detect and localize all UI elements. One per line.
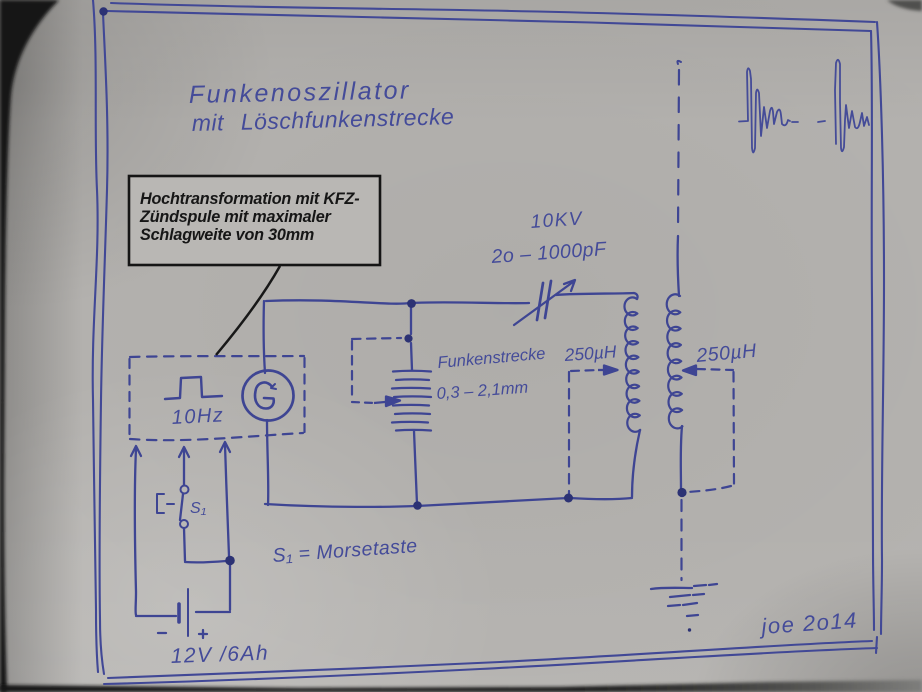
svg-text:2o – 1000pF: 2o – 1000pF <box>490 238 608 268</box>
svg-text:10Hz: 10Hz <box>171 404 225 429</box>
svg-text:250µH: 250µH <box>563 341 618 365</box>
svg-text:0,3 – 2,1mm: 0,3 – 2,1mm <box>436 379 529 403</box>
svg-text:Funkenstrecke: Funkenstrecke <box>437 345 546 372</box>
svg-text:10KV: 10KV <box>530 208 585 233</box>
svg-text:S₁: S₁ <box>190 500 207 517</box>
svg-text:Zündspule mit maximaler: Zündspule mit maximaler <box>139 208 332 226</box>
svg-text:Hochtransformation mit KFZ-: Hochtransformation mit KFZ- <box>140 190 359 208</box>
svg-text:250µH: 250µH <box>695 340 758 367</box>
svg-text:12V /6Ah: 12V /6Ah <box>170 642 269 668</box>
svg-text:Schlagweite von 30mm: Schlagweite von 30mm <box>140 226 314 244</box>
svg-text:S₁ = Morsetaste: S₁ = Morsetaste <box>272 535 419 567</box>
svg-text:joe 2o14: joe 2o14 <box>758 607 859 639</box>
svg-text:Funkenoszillator: Funkenoszillator <box>189 76 412 109</box>
